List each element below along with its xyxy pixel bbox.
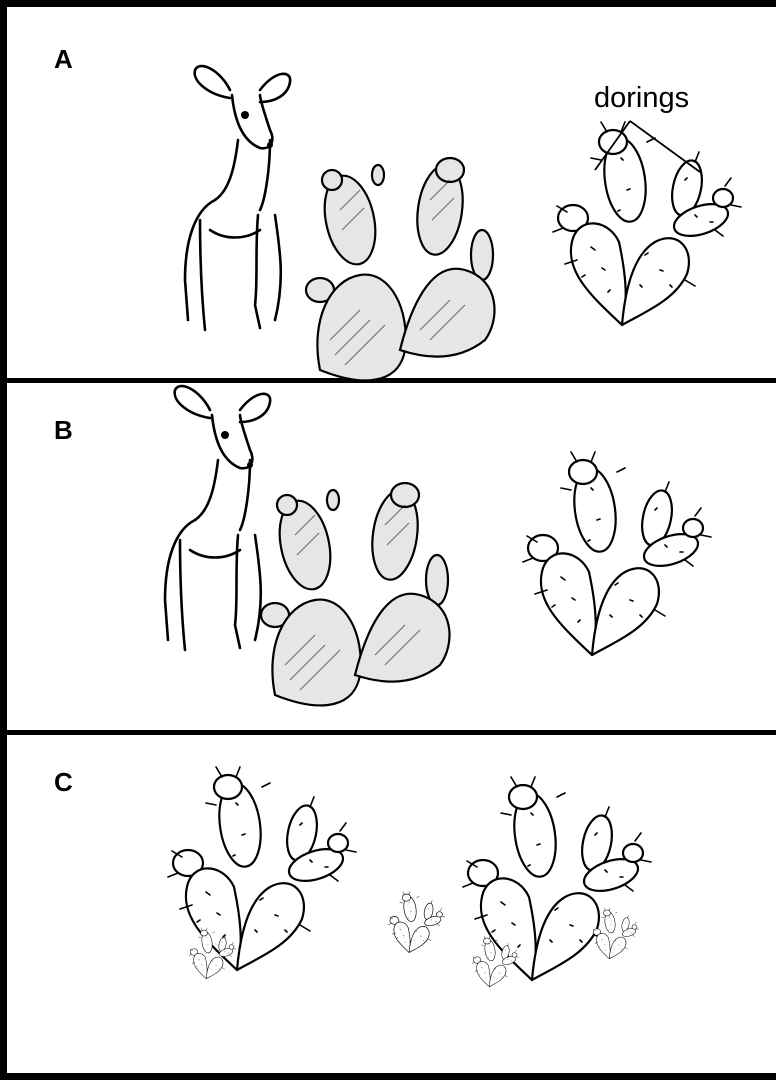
prickly-pear-cactus-icon [168, 767, 356, 970]
deer-icon [165, 386, 270, 650]
prickly-pear-cactus-icon [553, 122, 741, 325]
smooth-cactus-icon [261, 483, 450, 705]
prickly-pear-cactus-icon [523, 452, 711, 655]
deer-icon [185, 66, 290, 330]
smooth-cactus-icon [306, 158, 495, 380]
